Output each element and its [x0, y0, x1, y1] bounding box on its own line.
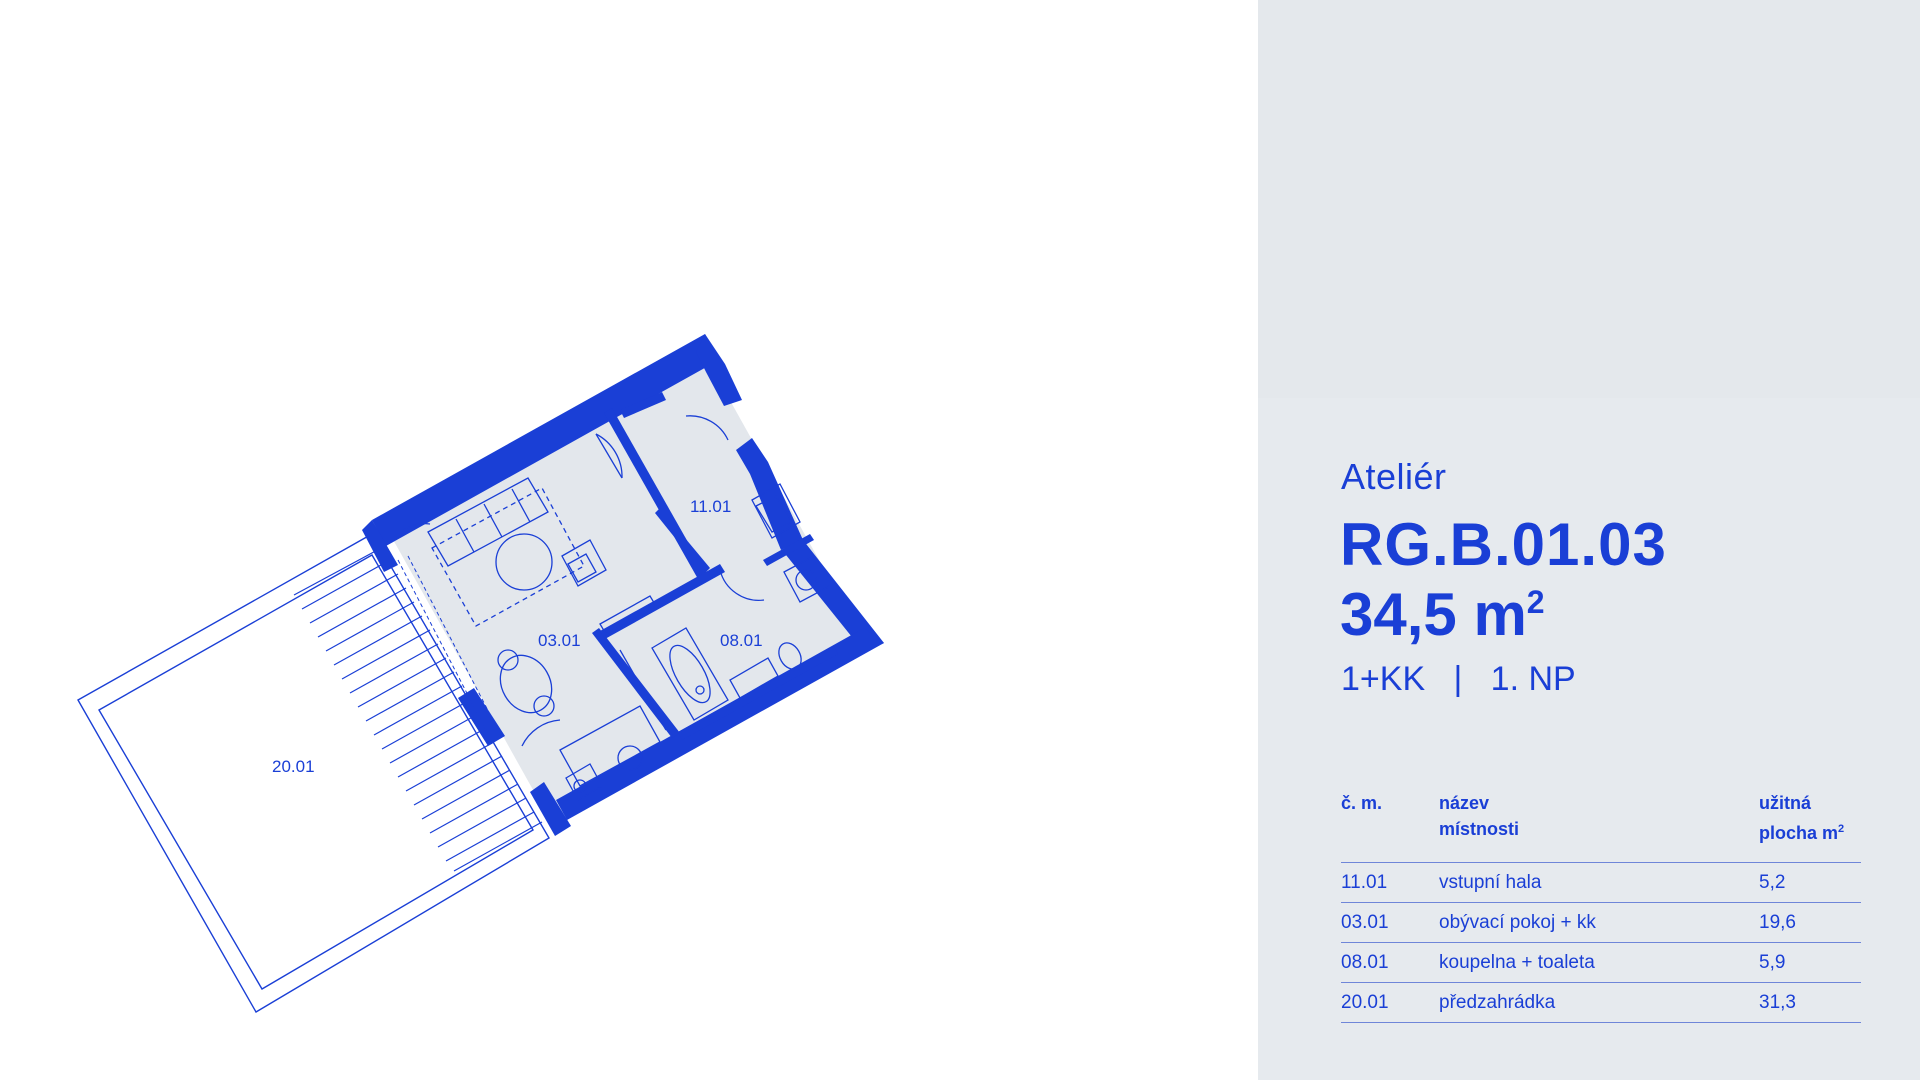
room-label-03-01: 03.01	[538, 631, 581, 650]
interior-walls	[592, 392, 838, 740]
living-room-furniture	[427, 477, 661, 801]
unit-floor: 1. NP	[1490, 660, 1576, 698]
room-number: 11.01	[1341, 862, 1439, 903]
room-area: 31,3	[1759, 982, 1861, 1023]
room-number: 03.01	[1341, 902, 1439, 943]
room-number: 20.01	[1341, 982, 1439, 1023]
header-room-area-line1: užitná	[1759, 793, 1811, 813]
unit-meta-separator: |	[1453, 660, 1463, 698]
table-row: 20.01 předzahrádka 31,3	[1341, 982, 1861, 1023]
window-lines	[397, 555, 497, 731]
table-row: 11.01 vstupní hala 5,2	[1341, 862, 1861, 903]
room-number: 08.01	[1341, 942, 1439, 983]
door-swings	[395, 415, 765, 747]
room-area: 5,2	[1759, 862, 1861, 903]
unit-layout: 1+KK	[1341, 660, 1426, 698]
unit-area: 34,5 m2	[1340, 580, 1545, 649]
table-row: 08.01 koupelna + toaleta 5,9	[1341, 942, 1861, 983]
unit-meta: 1+KK | 1. NP	[1341, 660, 1576, 699]
room-label-08-01: 08.01	[720, 631, 763, 650]
room-name: obývací pokoj + kk	[1439, 902, 1759, 943]
outer-walls	[362, 334, 884, 836]
unit-type-label: Ateliér	[1341, 456, 1447, 497]
header-room-name: název místnosti	[1439, 790, 1759, 863]
unit-area-superscript: 2	[1526, 584, 1545, 620]
header-room-number: č. m.	[1341, 790, 1439, 863]
room-area: 19,6	[1759, 902, 1861, 943]
room-label-11-01: 11.01	[690, 497, 731, 516]
unit-area-value: 34,5 m	[1340, 581, 1527, 648]
info-panel-top-band	[1258, 0, 1920, 398]
header-area-superscript: 2	[1838, 823, 1845, 835]
room-name: vstupní hala	[1439, 862, 1759, 903]
garden-outline	[77, 533, 550, 1013]
hall-storage	[751, 483, 801, 539]
unit-code: RG.B.01.03	[1340, 511, 1667, 578]
table-header-row: č. m. název místnosti užitná plocha m2	[1341, 790, 1861, 863]
floor-plan: 11.01 03.01 08.01 20.01	[77, 334, 884, 1013]
room-label-20-01: 20.01	[272, 757, 315, 776]
rooms-table: č. m. název místnosti užitná plocha m2 11.…	[1341, 790, 1861, 1023]
floor-plan-drawing: 11.01 03.01 08.01 20.01	[77, 334, 884, 1013]
table-row: 03.01 obývací pokoj + kk 19,6	[1341, 902, 1861, 943]
terrace-deck	[293, 546, 543, 872]
room-name: předzahrádka	[1439, 982, 1759, 1023]
header-room-area-line2: plocha m	[1759, 823, 1839, 843]
bathroom-fixtures	[619, 555, 831, 731]
apartment-floor	[386, 352, 867, 822]
room-name: koupelna + toaleta	[1439, 942, 1759, 983]
header-room-name-line1: název	[1439, 793, 1490, 813]
room-area: 5,9	[1759, 942, 1861, 983]
header-room-name-line2: místnosti	[1439, 819, 1520, 839]
header-room-area: užitná plocha m2	[1759, 790, 1861, 863]
